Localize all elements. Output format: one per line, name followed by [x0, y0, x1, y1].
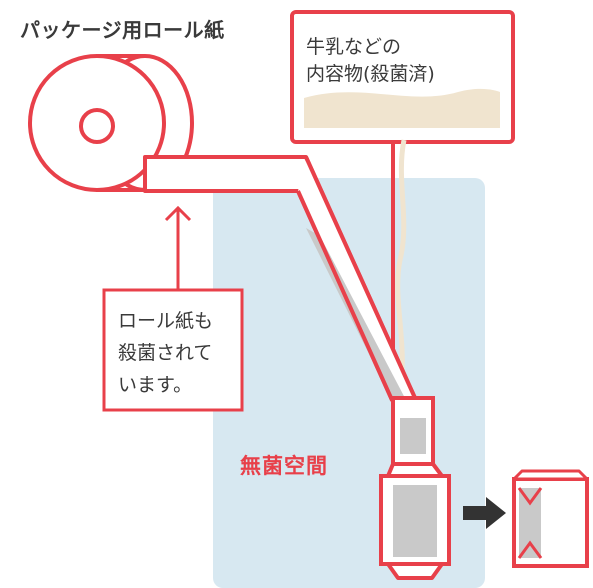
roll-note-line: います。 [118, 374, 193, 396]
contents-label-line: 内容物(殺菌済) [306, 63, 435, 85]
roll-note: ロール紙も 殺菌されて います。 [118, 305, 213, 401]
contents-label-line: 牛乳などの [306, 36, 402, 58]
page-title: パッケージ用ロール紙 [20, 18, 225, 42]
sterile-zone-label: 無菌空間 [240, 454, 328, 478]
package-carton-icon [512, 469, 589, 568]
roll-note-line: ロール紙も [118, 310, 214, 332]
up-arrow-icon [164, 205, 192, 290]
liquid-stream [395, 139, 407, 396]
paper-web [143, 155, 417, 402]
contents-label: 牛乳などの 内容物(殺菌済) [306, 34, 435, 88]
roll-note-box [102, 288, 244, 412]
roll-note-line: 殺菌されて [118, 342, 213, 364]
forming-tube [379, 396, 451, 580]
right-arrow-icon [463, 497, 506, 529]
